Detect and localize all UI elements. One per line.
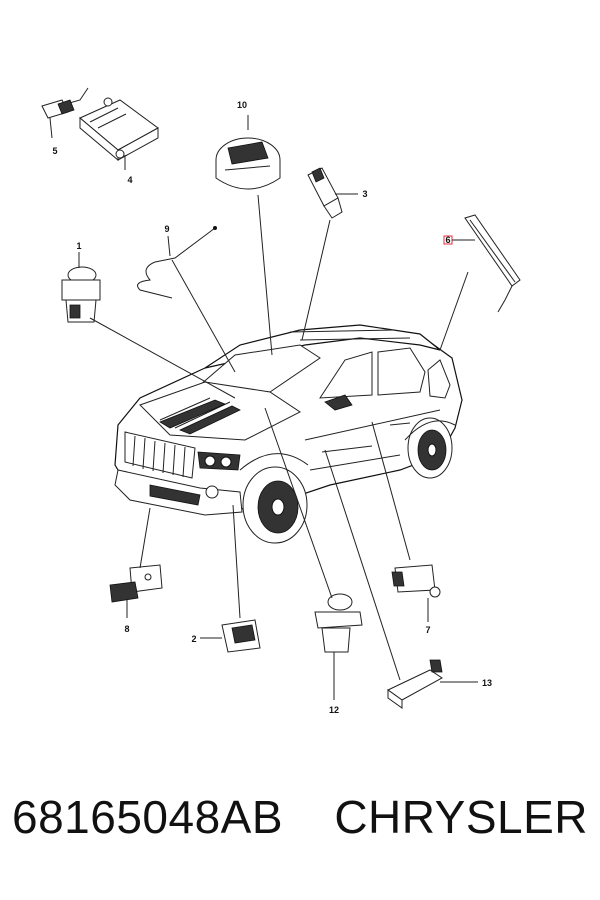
footer: 68165048AB CHRYSLER [0, 790, 600, 870]
part-8-sensor [109, 564, 163, 618]
callout-9: 9 [164, 224, 169, 234]
leader-lines [89, 194, 469, 681]
callout-7: 7 [425, 625, 430, 635]
callout-2: 2 [191, 634, 196, 644]
callout-10: 10 [237, 100, 247, 110]
part-1-sensor [61, 252, 101, 323]
callout-4: 4 [127, 175, 132, 185]
part-number: 68165048AB [12, 791, 284, 843]
part-3-sensor [307, 167, 358, 219]
callout-12: 12 [329, 705, 339, 715]
part-12-sensor [314, 593, 363, 700]
part-6-wiper-arm [443, 214, 521, 313]
part-10-housing [215, 115, 281, 190]
callout-1: 1 [76, 241, 81, 251]
vehicle-illustration [114, 324, 463, 544]
brand-name: CHRYSLER [334, 791, 588, 843]
parts-diagram: 1 2 3 4 5 6 7 8 9 10 12 13 [41, 87, 521, 715]
part-7-sensor [391, 564, 441, 622]
callout-13: 13 [482, 678, 492, 688]
part-4-control-module [79, 97, 159, 170]
part-2-sensor [200, 619, 261, 653]
callout-5: 5 [52, 146, 57, 156]
part-9-antenna-cable [137, 226, 217, 299]
callout-8: 8 [124, 624, 129, 634]
part-13-switch [387, 659, 478, 709]
callout-labels: 1 2 3 4 5 6 7 8 9 10 12 13 [52, 100, 492, 715]
part-5-sensor [41, 87, 89, 139]
callout-6: 6 [445, 235, 450, 245]
callout-3: 3 [362, 189, 367, 199]
